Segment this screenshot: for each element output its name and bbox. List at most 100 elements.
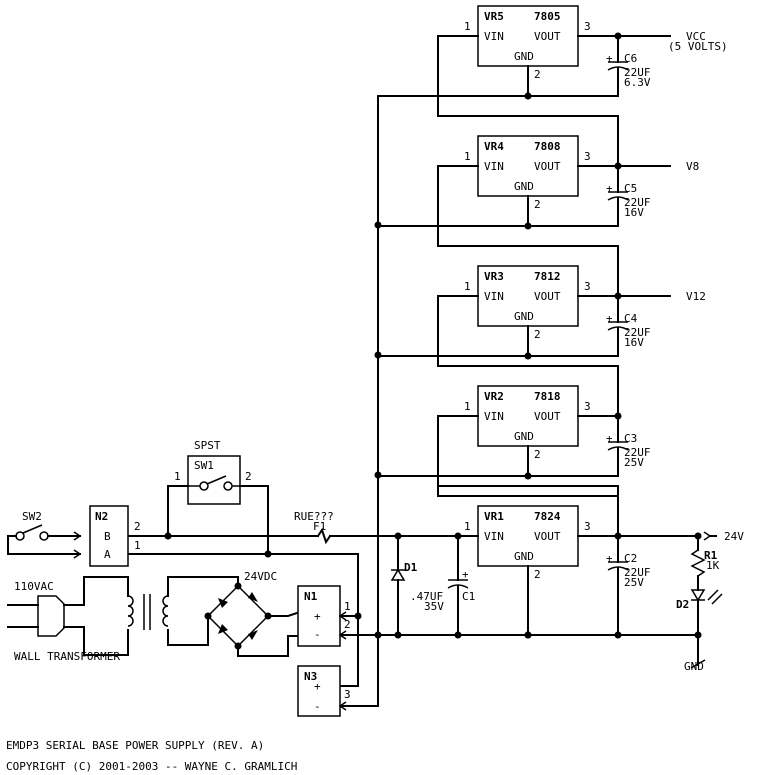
regulator-gnd-label: GND — [514, 310, 534, 323]
spst-title: SPST — [194, 439, 221, 452]
cap-value: 22UF — [624, 446, 651, 459]
regulator-pin3: 3 — [584, 20, 591, 33]
footer-copyright: COPYRIGHT (C) 2001-2003 -- WAYNE C. GRAM… — [6, 760, 297, 773]
regulator-pin3: 3 — [584, 150, 591, 163]
footer-title: EMDP3 SERIAL BASE POWER SUPPLY (REV. A) — [6, 739, 264, 752]
cap-ref: C2 — [624, 552, 637, 565]
regulator-gnd-label: GND — [514, 50, 534, 63]
n2-pin-b: B — [104, 530, 111, 543]
cap-ref: C6 — [624, 52, 637, 65]
regulator-ref: VR3 — [484, 270, 504, 283]
regulator-vin-label: VIN — [484, 530, 504, 543]
cap-voltage: 16V — [624, 206, 644, 219]
transformer — [127, 576, 239, 646]
regulator-vout-label: VOUT — [534, 160, 561, 173]
cap-value: 22UF — [624, 196, 651, 209]
regulator-pin1: 1 — [464, 280, 471, 293]
n3-minus: - — [314, 700, 321, 713]
sw2-ref: SW2 — [22, 510, 42, 523]
n1-plus: + — [314, 610, 321, 623]
sw1-ref: SW1 — [194, 459, 214, 472]
cap-voltage: 25V — [624, 456, 644, 469]
cap-ref: C4 — [624, 312, 638, 325]
n3-pin3: 3 — [344, 688, 351, 701]
regulator-part: 7812 — [534, 270, 561, 283]
regulator-pin1: 1 — [464, 20, 471, 33]
regulator-pin3: 3 — [584, 400, 591, 413]
connector-n1: N1 + - 1 2 — [297, 585, 359, 647]
ground-rail — [317, 95, 699, 707]
n1-pin1: 1 — [344, 600, 351, 613]
regulator-pin2: 2 — [534, 328, 541, 341]
cap-value: 22UF — [624, 66, 651, 79]
regulator-part: 7805 — [534, 10, 561, 23]
input-rail — [120, 527, 479, 545]
switch-sw2: SW2 — [7, 510, 82, 559]
regulator-pin1: 1 — [464, 520, 471, 533]
regulator-ref: VR1 — [484, 510, 504, 523]
output-label: V8 — [686, 160, 699, 173]
regulator-part: 7808 — [534, 140, 561, 153]
transformer-label: WALL TRANSFORMER — [14, 650, 120, 663]
regulator-ref: VR4 — [484, 140, 504, 153]
n2-pin-1: 1 — [134, 539, 141, 552]
output-label-sub: (5 VOLTS) — [668, 40, 728, 53]
regulator-part: 7818 — [534, 390, 561, 403]
n1-minus: - — [314, 628, 321, 641]
sw1-pin1: 1 — [174, 470, 181, 483]
cap-c1: + .47UF C1 35V — [410, 535, 475, 636]
cap-value: 22UF — [624, 326, 651, 339]
regulator-vin-label: VIN — [484, 30, 504, 43]
regulator-ref: VR5 — [484, 10, 504, 23]
c1-value: .47UF — [410, 590, 443, 603]
cap-plus: + — [606, 52, 613, 65]
n1-pin2: 2 — [344, 618, 351, 631]
ground-label: GND — [684, 660, 704, 673]
regulator-pin2: 2 — [534, 568, 541, 581]
regulator-vin-label: VIN — [484, 410, 504, 423]
regulator-gnd-label: GND — [514, 430, 534, 443]
bridge-output-label: 24VDC — [244, 570, 277, 583]
r1-ref: R1 — [704, 549, 718, 562]
n2-pin-a: A — [104, 548, 111, 561]
c1-voltage: 35V — [424, 600, 444, 613]
regulator-vin-label: VIN — [484, 290, 504, 303]
sw1-pin2: 2 — [245, 470, 252, 483]
n1-ref: N1 — [304, 590, 318, 603]
fuse-note: RUE??? — [294, 510, 334, 523]
cap-plus: + — [606, 182, 613, 195]
regulator-vout-label: VOUT — [534, 410, 561, 423]
regulator-part: 7824 — [534, 510, 561, 523]
regulator-pin3: 3 — [584, 280, 591, 293]
cap-voltage: 6.3V — [624, 76, 651, 89]
n3-plus: + — [314, 680, 321, 693]
c1-ref: C1 — [462, 590, 475, 603]
cap-value: 22UF — [624, 566, 651, 579]
regulator-ref: VR2 — [484, 390, 504, 403]
mains-plug: 110VAC WALL TRANSFORMER — [7, 576, 129, 663]
regulator-vout-label: VOUT — [534, 530, 561, 543]
regulator-vout-label: VOUT — [534, 30, 561, 43]
cap-ref: C3 — [624, 432, 637, 445]
output-label: 24V — [724, 530, 744, 543]
cap-ref: C5 — [624, 182, 637, 195]
connector-n2: N2 B A 2 1 — [89, 505, 141, 567]
n3-ref: N3 — [304, 670, 317, 683]
regulator-gnd-label: GND — [514, 550, 534, 563]
bridge-rectifier: 24VDC — [204, 570, 320, 657]
cap-plus: + — [606, 312, 613, 325]
r1-value: 1K — [706, 559, 720, 572]
d1-ref: D1 — [404, 561, 418, 574]
d2-ref: D2 — [676, 598, 689, 611]
cap-voltage: 25V — [624, 576, 644, 589]
cap-plus: + — [606, 552, 613, 565]
regulator-pin2: 2 — [534, 448, 541, 461]
regulator-pin3: 3 — [584, 520, 591, 533]
regulator-pin1: 1 — [464, 400, 471, 413]
